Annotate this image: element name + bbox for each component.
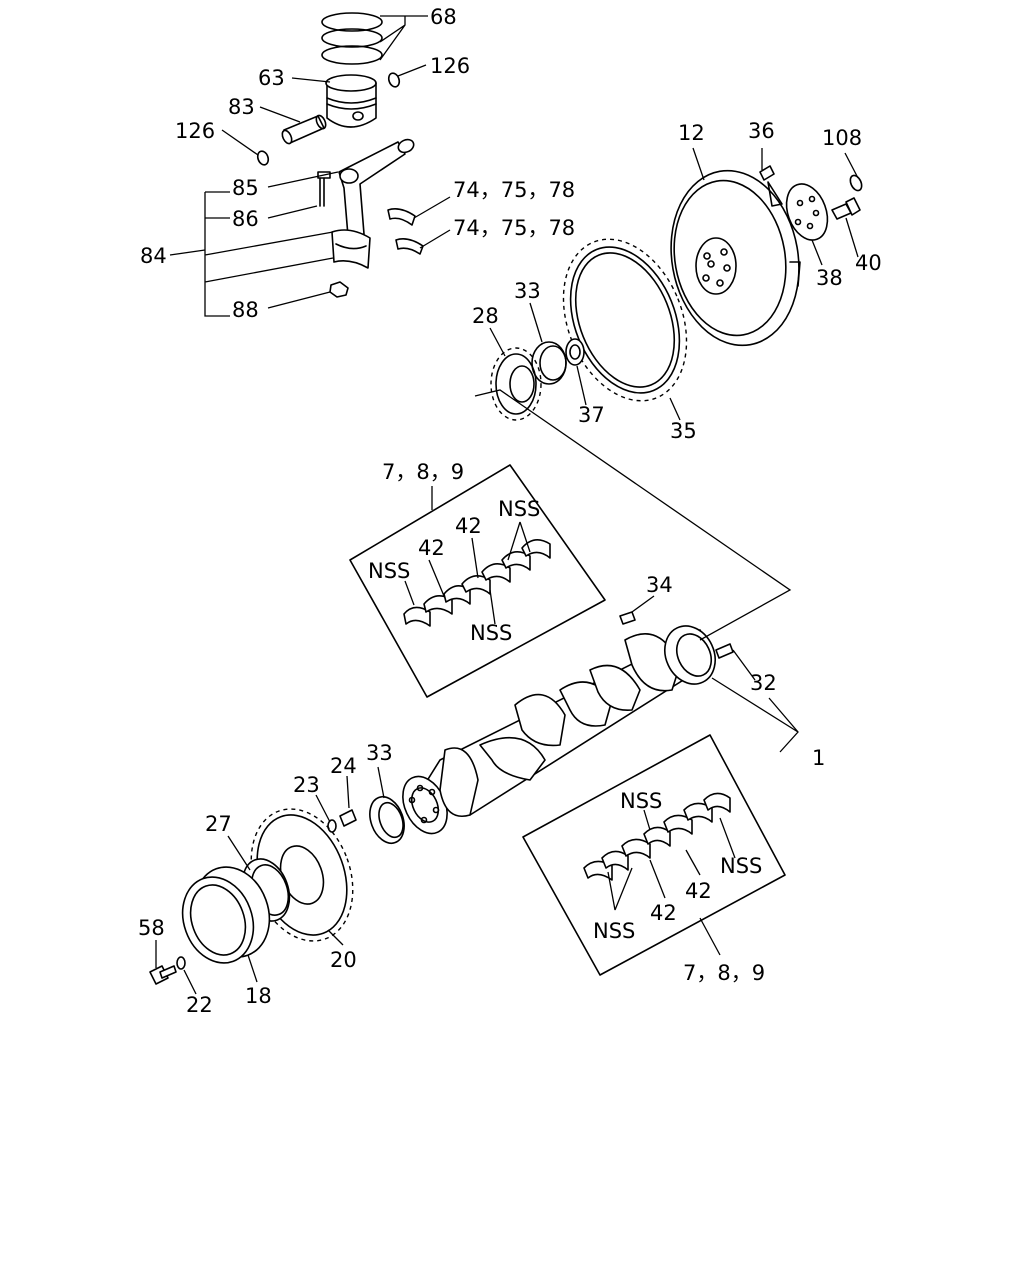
rod-bearing-upper xyxy=(387,208,416,226)
crankshaft xyxy=(402,625,716,835)
rod-bearing-lower xyxy=(395,238,424,255)
snap-ring-upper xyxy=(387,72,401,88)
label-nss-upper-bottom: NSS xyxy=(470,621,512,645)
label-33-upper: 33 xyxy=(514,279,541,303)
label-84: 84 xyxy=(140,244,167,268)
label-42-lower-right: 42 xyxy=(685,879,712,903)
label-74-75-78-lower: 74，75，78 xyxy=(453,216,575,240)
label-1: 1 xyxy=(812,746,825,770)
label-33-lower: 33 xyxy=(366,741,393,765)
label-20: 20 xyxy=(330,948,357,972)
label-83: 83 xyxy=(228,95,255,119)
leader-lines xyxy=(155,15,859,995)
crank-pulley xyxy=(181,866,271,964)
label-74-75-78-upper: 74，75，78 xyxy=(453,178,575,202)
label-nss-upper-left: NSS xyxy=(368,559,410,583)
flywheel-dowel xyxy=(759,165,775,181)
rod-bolt xyxy=(317,171,331,207)
label-85: 85 xyxy=(232,176,259,200)
crank-dowel-front xyxy=(619,611,636,625)
label-86: 86 xyxy=(232,207,259,231)
label-40: 40 xyxy=(855,251,882,275)
plate-washer xyxy=(327,819,337,833)
oil-seal-front xyxy=(369,795,405,845)
snap-ring-lower xyxy=(256,150,270,166)
label-42-upper-right: 42 xyxy=(455,514,482,538)
callout-labels: 68 126 63 83 126 85 86 84 88 74，75，78 74… xyxy=(138,5,882,1017)
label-24: 24 xyxy=(330,754,357,778)
label-32: 32 xyxy=(750,671,777,695)
label-nss-lower-left: NSS xyxy=(593,919,635,943)
label-126-lower: 126 xyxy=(175,119,215,143)
pilot-bearing xyxy=(565,338,585,366)
crank-dowel-rear xyxy=(715,643,734,659)
label-34: 34 xyxy=(646,573,673,597)
label-38: 38 xyxy=(816,266,843,290)
label-23: 23 xyxy=(293,773,320,797)
label-27: 27 xyxy=(205,812,232,836)
label-68: 68 xyxy=(430,5,457,29)
flywheel-snap-ring xyxy=(849,174,863,192)
flywheel-washer-plate xyxy=(785,183,829,241)
label-nss-upper-right: NSS xyxy=(498,497,540,521)
plate-bolt xyxy=(339,809,357,827)
label-18: 18 xyxy=(245,984,272,1008)
label-42-upper-left: 42 xyxy=(418,536,445,560)
label-108: 108 xyxy=(822,126,862,150)
label-63: 63 xyxy=(258,66,285,90)
label-nss-lower-right: NSS xyxy=(720,854,762,878)
connecting-rod xyxy=(331,138,415,269)
label-35: 35 xyxy=(670,419,697,443)
label-88: 88 xyxy=(232,298,259,322)
pulley-bolt xyxy=(149,965,177,985)
oil-seal-rear xyxy=(531,341,567,385)
label-nss-lower-top: NSS xyxy=(620,789,662,813)
label-42-lower-left: 42 xyxy=(650,901,677,925)
label-36: 36 xyxy=(748,119,775,143)
flywheel xyxy=(670,169,801,347)
label-37: 37 xyxy=(578,403,605,427)
label-58: 58 xyxy=(138,916,165,940)
flywheel-bolt xyxy=(831,197,861,220)
ring-gear xyxy=(562,238,688,402)
main-bearing-box-lower xyxy=(522,734,786,976)
label-126-upper: 126 xyxy=(430,54,470,78)
label-7-8-9-upper: 7，8，9 xyxy=(382,460,464,484)
rod-nut xyxy=(329,281,349,298)
label-7-8-9-lower: 7，8，9 xyxy=(683,961,765,985)
label-22: 22 xyxy=(186,993,213,1017)
label-12: 12 xyxy=(678,121,705,145)
piston xyxy=(325,74,377,128)
piston-rings xyxy=(321,12,383,65)
piston-pin xyxy=(281,114,327,145)
label-28: 28 xyxy=(472,304,499,328)
crank-gear xyxy=(490,347,542,421)
pulley-washer xyxy=(176,956,186,970)
